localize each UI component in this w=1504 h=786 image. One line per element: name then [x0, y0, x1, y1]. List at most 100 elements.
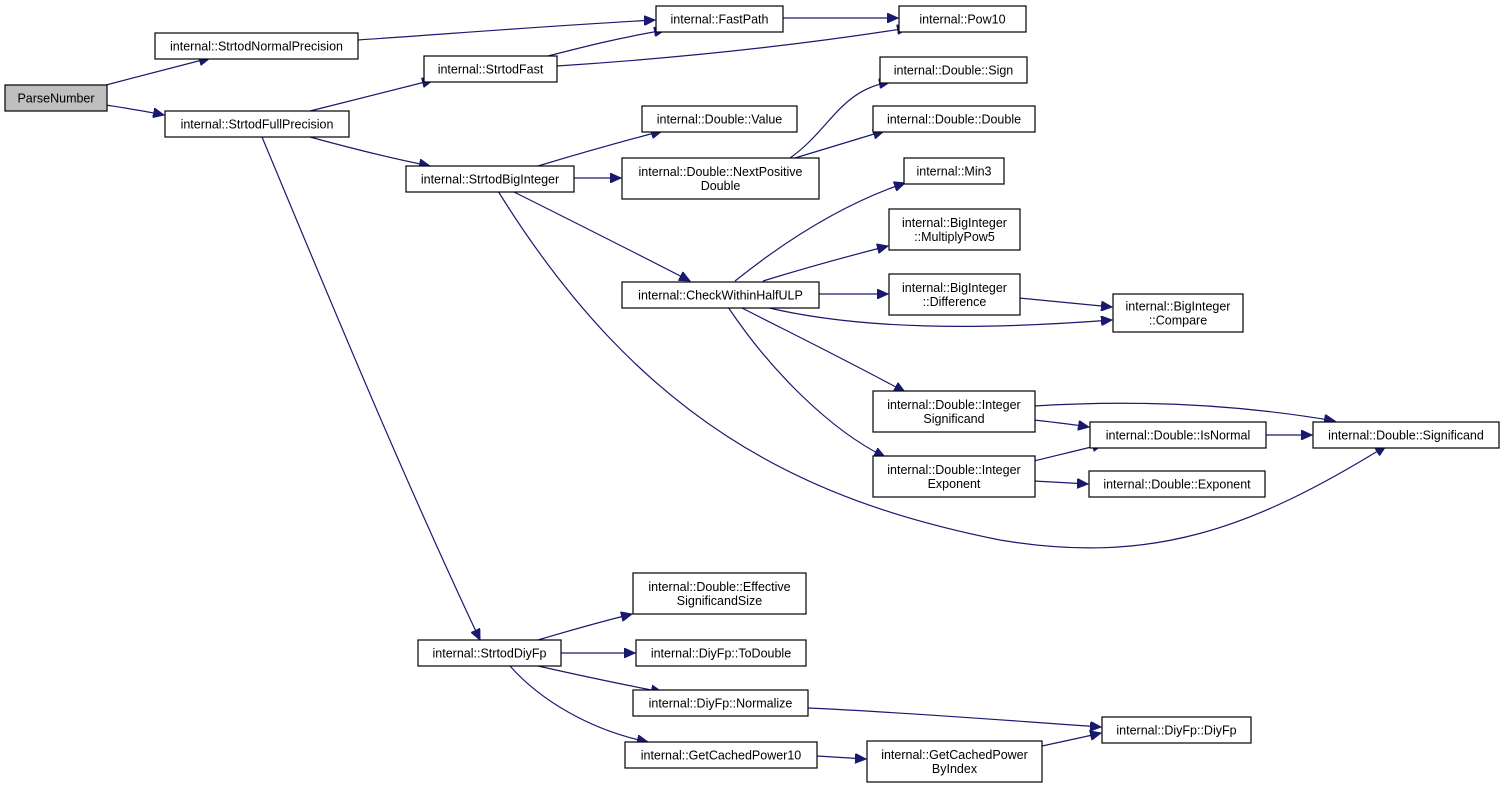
node-label: internal::Double::Double [887, 113, 1021, 127]
node-diyfp-to-double[interactable]: internal::DiyFp::ToDouble [635, 639, 807, 667]
node-box [641, 105, 798, 133]
node-box [632, 572, 807, 615]
edge-strtod-full-precision-to-strtod-big-integer [309, 136, 430, 166]
node-box [621, 157, 820, 200]
node-fast-path[interactable]: internal::FastPath [655, 5, 784, 33]
node-biginteger-difference[interactable]: internal::BigInteger::Difference [888, 273, 1021, 316]
node-box [632, 689, 809, 717]
node-check-within-half-ulp[interactable]: internal::CheckWithinHalfULP [621, 281, 820, 309]
node-diyfp-normalize[interactable]: internal::DiyFp::Normalize [632, 689, 809, 717]
node-label: internal::Pow10 [919, 13, 1005, 27]
edge-check-within-half-ulp-to-double-integer-exponent [727, 306, 885, 458]
node-label: Exponent [928, 477, 981, 491]
edge-check-within-half-ulp-to-biginteger-multiply-pow5 [762, 246, 888, 282]
node-label: internal::Double::Integer [887, 398, 1020, 412]
node-box [164, 110, 350, 138]
node-strtod-normal-precision[interactable]: internal::StrtodNormalPrecision [154, 32, 359, 60]
edge-double-next-positive-double-to-double-double [794, 131, 884, 159]
node-parse-number[interactable]: ParseNumber [4, 84, 108, 112]
edges-layer [105, 18, 1386, 759]
node-label: ::MultiplyPow5 [914, 230, 995, 244]
node-diyfp-diyfp[interactable]: internal::DiyFp::DiyFp [1101, 716, 1252, 744]
edge-strtod-fast-to-pow10 [556, 28, 908, 67]
node-label: internal::DiyFp::DiyFp [1116, 724, 1236, 738]
node-label: internal::FastPath [671, 13, 769, 27]
node-box [1112, 293, 1244, 333]
node-double-significand[interactable]: internal::Double::Significand [1312, 421, 1500, 449]
node-label: internal::Double::Effective [648, 580, 790, 594]
node-biginteger-compare[interactable]: internal::BigInteger::Compare [1112, 293, 1244, 333]
edge-strtod-diy-fp-to-diyfp-normalize [537, 665, 662, 692]
edge-get-cached-power-by-index-to-diyfp-diyfp [1041, 733, 1101, 747]
nodes-layer: ParseNumber internal::StrtodNormalPrecisi… [4, 5, 1500, 783]
node-box [1088, 470, 1266, 498]
node-label: internal::Double::Sign [894, 64, 1014, 78]
node-label: internal::DiyFp::ToDouble [651, 647, 791, 661]
edge-parse-number-to-strtod-normal-precision [105, 58, 210, 86]
node-box [405, 165, 575, 193]
node-box [866, 740, 1043, 783]
node-box [417, 639, 562, 667]
node-biginteger-multiply-pow5[interactable]: internal::BigInteger::MultiplyPow5 [888, 208, 1021, 251]
node-double-value[interactable]: internal::Double::Value [641, 105, 798, 133]
node-label: internal::StrtodFullPrecision [181, 118, 334, 132]
node-box [655, 5, 784, 33]
node-box [635, 639, 807, 667]
node-box [872, 390, 1036, 433]
node-box [624, 741, 818, 769]
node-double-effective-significand-size[interactable]: internal::Double::EffectiveSignificandSi… [632, 572, 807, 615]
node-box [879, 56, 1028, 84]
node-strtod-full-precision[interactable]: internal::StrtodFullPrecision [164, 110, 350, 138]
edge-check-within-half-ulp-to-double-integer-significand [739, 306, 905, 392]
edge-check-within-half-ulp-to-min3 [734, 183, 905, 282]
edge-double-integer-exponent-to-double-exponent [1033, 481, 1088, 484]
node-label: internal::StrtodNormalPrecision [170, 40, 343, 54]
edge-strtod-fast-to-fast-path [547, 30, 665, 57]
node-label: internal::GetCachedPower10 [641, 749, 802, 763]
node-label: internal::BigInteger [1126, 300, 1231, 314]
edge-biginteger-difference-to-biginteger-compare [1018, 297, 1112, 307]
node-double-is-normal[interactable]: internal::Double::IsNormal [1089, 421, 1267, 449]
node-label: ::Difference [923, 295, 987, 309]
node-label: internal::Double::Value [657, 113, 783, 127]
node-label: internal::Double::IsNormal [1106, 429, 1251, 443]
edge-strtod-big-integer-to-check-within-half-ulp [511, 190, 690, 281]
edge-strtod-diy-fp-to-get-cached-power10 [509, 665, 648, 742]
node-label: ::Compare [1149, 314, 1207, 328]
node-get-cached-power10[interactable]: internal::GetCachedPower10 [624, 741, 818, 769]
node-label: internal::GetCachedPower [881, 748, 1028, 762]
node-strtod-fast[interactable]: internal::StrtodFast [423, 55, 558, 83]
node-label: internal::StrtodDiyFp [433, 647, 547, 661]
edge-strtod-big-integer-to-double-significand [497, 190, 1386, 549]
node-double-double[interactable]: internal::Double::Double [872, 105, 1036, 133]
node-box [898, 5, 1027, 33]
node-box [888, 208, 1021, 251]
node-double-exponent[interactable]: internal::Double::Exponent [1088, 470, 1266, 498]
node-label: SignificandSize [677, 594, 763, 608]
edge-strtod-full-precision-to-strtod-diy-fp [261, 136, 481, 640]
edge-get-cached-power10-to-get-cached-power-by-index [816, 756, 866, 759]
node-label: internal::StrtodBigInteger [421, 173, 559, 187]
node-label: internal::Min3 [916, 165, 991, 179]
node-label: internal::Double::Significand [1328, 429, 1484, 443]
node-label: internal::Double::NextPositive [639, 165, 803, 179]
node-box [154, 32, 359, 60]
node-label: Double [701, 179, 741, 193]
node-pow10[interactable]: internal::Pow10 [898, 5, 1027, 33]
node-label: ParseNumber [17, 92, 94, 106]
node-box [1101, 716, 1252, 744]
edge-double-integer-significand-to-double-significand [1033, 402, 1335, 421]
node-box [423, 55, 558, 83]
edge-double-integer-significand-to-double-is-normal [1033, 419, 1089, 427]
node-min3[interactable]: internal::Min3 [903, 157, 1005, 185]
node-strtod-diy-fp[interactable]: internal::StrtodDiyFp [417, 639, 562, 667]
edge-strtod-diy-fp-to-double-effective-significand-size [537, 614, 632, 641]
node-label: internal::DiyFp::Normalize [649, 697, 793, 711]
node-strtod-big-integer[interactable]: internal::StrtodBigInteger [405, 165, 575, 193]
node-double-sign[interactable]: internal::Double::Sign [879, 56, 1028, 84]
